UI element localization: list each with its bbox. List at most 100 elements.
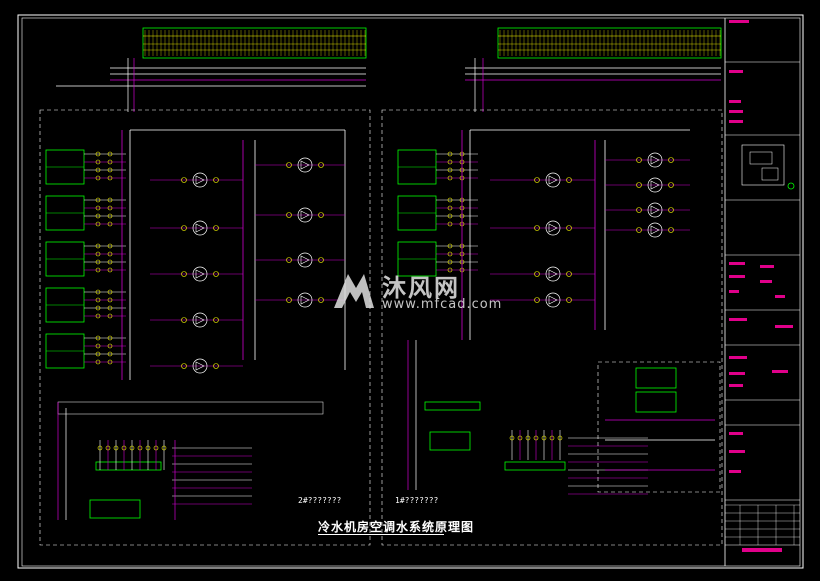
pump-unit xyxy=(255,157,345,173)
valve-icon xyxy=(113,445,119,451)
valve-icon xyxy=(145,445,151,451)
pump-icon xyxy=(545,172,561,188)
valve-icon xyxy=(107,151,113,157)
valve-icon xyxy=(181,271,187,277)
valve-icon xyxy=(447,175,453,181)
valve-icon xyxy=(95,167,101,173)
valve-icon xyxy=(107,335,113,341)
valve-icon xyxy=(525,435,531,441)
valve-icon xyxy=(95,221,101,227)
valve-icon xyxy=(107,159,113,165)
valve-icon xyxy=(213,225,219,231)
valve-icon xyxy=(517,435,523,441)
left-expansion-tank xyxy=(89,499,141,519)
right-page-mark: 1#??????? xyxy=(395,496,439,505)
valve-icon xyxy=(668,227,674,233)
valve-icon xyxy=(107,267,113,273)
valve-icon xyxy=(509,435,515,441)
valve-icon xyxy=(533,435,539,441)
pump-unit xyxy=(490,266,595,282)
valve-icon xyxy=(95,197,101,203)
pump-icon xyxy=(647,177,663,193)
valve-icon xyxy=(95,297,101,303)
valve-icon xyxy=(107,305,113,311)
valve-icon xyxy=(213,271,219,277)
valve-icon xyxy=(447,151,453,157)
right-plant-room-boundary xyxy=(381,109,723,546)
valve-icon xyxy=(121,445,127,451)
valve-icon xyxy=(107,243,113,249)
pump-icon xyxy=(545,292,561,308)
valve-icon xyxy=(636,227,642,233)
valve-icon xyxy=(107,297,113,303)
pump-unit xyxy=(490,172,595,188)
valve-icon xyxy=(137,445,143,451)
valve-icon xyxy=(95,205,101,211)
valve-icon xyxy=(107,167,113,173)
valve-icon xyxy=(566,225,572,231)
valve-icon xyxy=(129,445,135,451)
pump-unit xyxy=(150,312,243,328)
right-cooling-tower xyxy=(497,27,722,59)
pump-unit xyxy=(490,292,595,308)
chiller-unit xyxy=(45,195,126,231)
valve-icon xyxy=(95,267,101,273)
left-pump-group xyxy=(150,157,345,374)
valve-icon xyxy=(534,271,540,277)
valve-icon xyxy=(318,257,324,263)
valve-icon xyxy=(161,445,167,451)
valve-icon xyxy=(95,313,101,319)
title-block xyxy=(724,18,800,566)
valve-icon xyxy=(447,221,453,227)
valve-icon xyxy=(286,162,292,168)
left-cooling-tower xyxy=(142,27,367,59)
valve-icon xyxy=(447,213,453,219)
valve-icon xyxy=(95,159,101,165)
valve-icon xyxy=(95,351,101,357)
valve-icon xyxy=(557,435,563,441)
valve-icon xyxy=(447,251,453,257)
valve-icon xyxy=(181,317,187,323)
valve-icon xyxy=(107,213,113,219)
valve-icon xyxy=(636,207,642,213)
pump-icon xyxy=(297,157,313,173)
valve-icon xyxy=(95,243,101,249)
drawing-frame xyxy=(17,14,804,569)
valve-icon xyxy=(534,225,540,231)
valve-icon xyxy=(181,177,187,183)
valve-icon xyxy=(318,212,324,218)
left-plant-room-boundary xyxy=(39,109,371,546)
valve-icon xyxy=(95,289,101,295)
valve-icon xyxy=(95,343,101,349)
valve-icon xyxy=(447,167,453,173)
mfcad-logo-icon xyxy=(334,274,374,308)
pump-icon xyxy=(647,152,663,168)
pump-icon xyxy=(192,220,208,236)
valve-icon xyxy=(566,297,572,303)
valve-icon xyxy=(95,359,101,365)
pump-unit xyxy=(605,177,690,193)
pump-unit xyxy=(150,358,243,374)
valve-icon xyxy=(447,197,453,203)
valve-icon xyxy=(566,177,572,183)
pump-icon xyxy=(192,312,208,328)
pump-icon xyxy=(545,220,561,236)
valve-icon xyxy=(107,359,113,365)
valve-icon xyxy=(447,205,453,211)
valve-icon xyxy=(447,159,453,165)
left-supply-header xyxy=(95,461,162,471)
valve-icon xyxy=(107,205,113,211)
chiller-unit xyxy=(45,149,126,185)
valve-icon xyxy=(107,343,113,349)
valve-icon xyxy=(213,177,219,183)
pump-icon xyxy=(647,222,663,238)
valve-icon xyxy=(107,197,113,203)
drawing-title: 冷水机房空调水系统原理图 xyxy=(318,520,475,534)
valve-icon xyxy=(447,267,453,273)
pump-unit xyxy=(255,252,345,268)
valve-icon xyxy=(105,445,111,451)
watermark-brand: 沐风网 xyxy=(382,274,460,302)
chiller-unit xyxy=(397,241,478,277)
valve-icon xyxy=(95,175,101,181)
